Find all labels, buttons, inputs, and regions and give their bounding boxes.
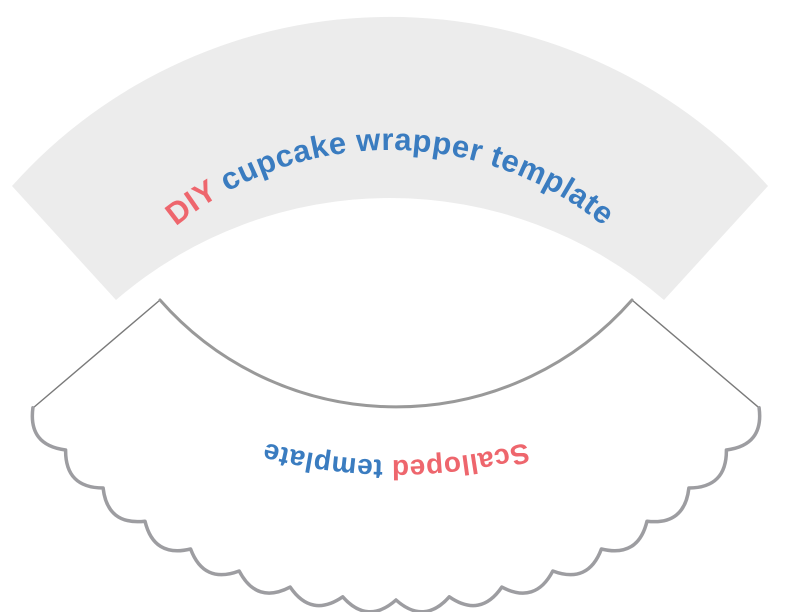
scalloped-shape-fill — [32, 300, 760, 612]
scalloped-wrapper-shape — [30, 298, 762, 612]
scalloped-edge — [30, 406, 762, 612]
scalloped-shape-top-arc — [158, 298, 634, 409]
scalloped-shape-side-lines — [32, 299, 760, 409]
plain-wrapper-band — [12, 16, 768, 301]
